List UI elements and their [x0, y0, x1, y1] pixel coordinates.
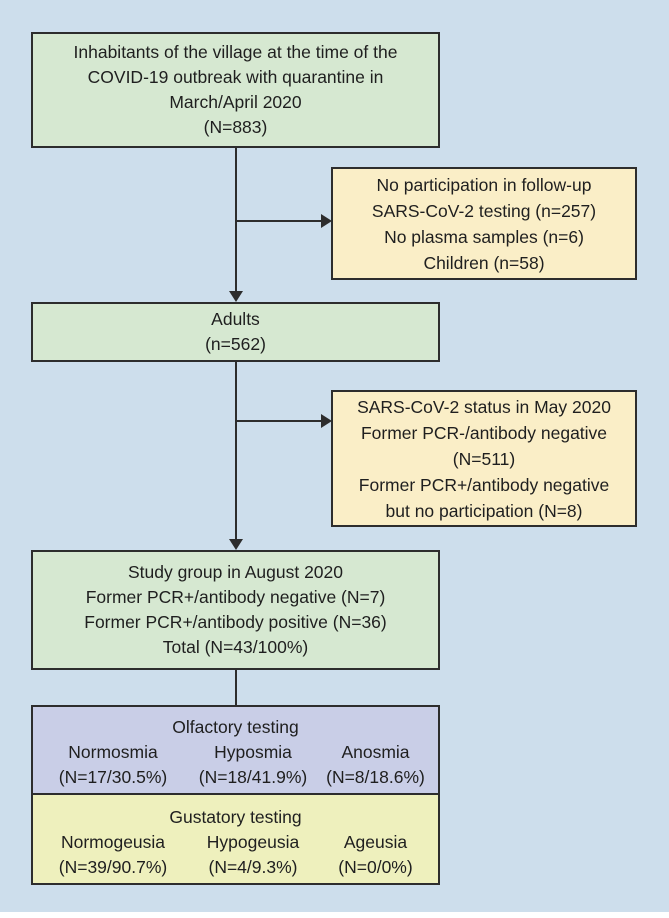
inhabitants-line-3: March/April 2020 [169, 92, 302, 112]
exclusion2-line-4: Former PCR+/antibody negative [358, 474, 610, 495]
gustatory-normogeusia-value: (N=39/90.7%) [58, 857, 168, 877]
adults-count: (n=562) [205, 334, 266, 354]
exclusion2-line-2: Former PCR-/antibody negative [360, 422, 608, 443]
gustatory-title: Gustatory testing [169, 807, 302, 827]
arrowhead-down-study-icon [229, 539, 243, 550]
olfactory-anosmia-label: Anosmia [341, 742, 410, 762]
inhabitants-count: (N=883) [203, 117, 268, 137]
study-total: Total (N=43/100%) [162, 637, 309, 657]
gustatory-results-row: Normogeusia (N=39/90.7%) Hypogeusia (N=4… [33, 830, 438, 880]
olfactory-results-row: Normosmia (N=17/30.5%) Hyposmia (N=18/41… [33, 740, 438, 790]
connector-study-to-olfactory [235, 670, 237, 705]
exclusion2-line-3: (N=511) [452, 448, 516, 469]
inhabitants-line-2: COVID-19 outbreak with quarantine in [87, 67, 384, 87]
olfactory-col-hyposmia: Hyposmia (N=18/41.9%) [187, 740, 319, 790]
study-line-1: Study group in August 2020 [127, 562, 344, 582]
olfactory-col-anosmia: Anosmia (N=8/18.6%) [319, 740, 432, 790]
gustatory-normogeusia-label: Normogeusia [60, 832, 166, 852]
box-olfactory-testing: Olfactory testing Normosmia (N=17/30.5%)… [31, 705, 440, 795]
connector-branch-to-exclusion1 [236, 220, 323, 222]
connector-adults-to-study [235, 362, 237, 540]
connector-branch-to-exclusion2 [236, 420, 323, 422]
gustatory-hypogeusia-value: (N=4/9.3%) [208, 857, 298, 877]
olfactory-normosmia-label: Normosmia [68, 742, 158, 762]
exclusion1-line-2: SARS-CoV-2 testing (n=257) [371, 200, 597, 221]
gustatory-col-ageusia: Ageusia (N=0/0%) [319, 830, 432, 880]
gustatory-ageusia-value: (N=0/0%) [338, 857, 413, 877]
exclusion1-line-4: Children (n=58) [423, 252, 545, 273]
gustatory-col-hypogeusia: Hypogeusia (N=4/9.3%) [187, 830, 319, 880]
gustatory-col-normogeusia: Normogeusia (N=39/90.7%) [39, 830, 187, 880]
study-line-3: Former PCR+/antibody positive (N=36) [84, 612, 387, 632]
exclusion1-line-1: No participation in follow-up [376, 174, 592, 195]
arrowhead-down-adults-icon [229, 291, 243, 302]
arrowhead-right-exclusion1-icon [321, 214, 332, 228]
gustatory-hypogeusia-label: Hypogeusia [206, 832, 300, 852]
box-inhabitants: Inhabitants of the village at the time o… [31, 32, 440, 148]
box-gustatory-testing: Gustatory testing Normogeusia (N=39/90.7… [31, 793, 440, 885]
olfactory-hyposmia-label: Hyposmia [214, 742, 292, 762]
box-exclusion-sars-status: SARS-CoV-2 status in May 2020 Former PCR… [331, 390, 637, 527]
exclusion1-line-3: No plasma samples (n=6) [384, 226, 584, 247]
olfactory-anosmia-value: (N=8/18.6%) [326, 767, 425, 787]
inhabitants-line-1: Inhabitants of the village at the time o… [73, 42, 398, 62]
exclusion2-line-1: SARS-CoV-2 status in May 2020 [357, 396, 611, 417]
gustatory-ageusia-label: Ageusia [343, 832, 408, 852]
bottom-margin-strip [0, 912, 669, 918]
exclusion2-line-5: but no participation (N=8) [385, 500, 583, 521]
olfactory-title: Olfactory testing [172, 717, 299, 737]
box-exclusion-followup: No participation in follow-up SARS-CoV-2… [331, 167, 637, 280]
olfactory-normosmia-value: (N=17/30.5%) [58, 767, 168, 787]
adults-label: Adults [211, 309, 260, 329]
olfactory-hyposmia-value: (N=18/41.9%) [198, 767, 308, 787]
box-study-group: Study group in August 2020 Former PCR+/a… [31, 550, 440, 670]
box-adults: Adults (n=562) [31, 302, 440, 362]
arrowhead-right-exclusion2-icon [321, 414, 332, 428]
olfactory-col-normosmia: Normosmia (N=17/30.5%) [39, 740, 187, 790]
study-line-2: Former PCR+/antibody negative (N=7) [85, 587, 386, 607]
